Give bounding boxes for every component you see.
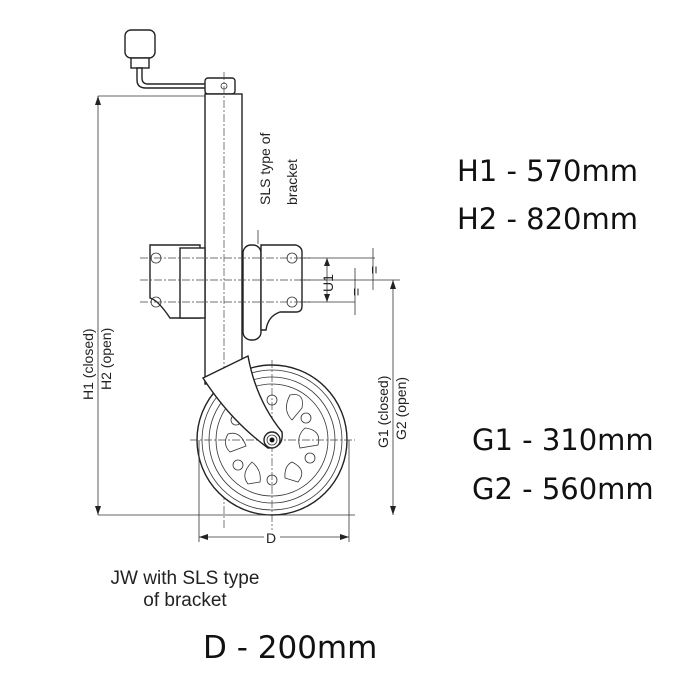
h2-label: H2 (open) <box>98 328 114 390</box>
u1-label: U1 <box>320 274 336 292</box>
spec-d: D - 200mm <box>203 630 378 666</box>
h1-label: H1 (closed) <box>80 328 96 400</box>
crank-handle <box>124 29 236 95</box>
bracket-left <box>149 244 206 319</box>
spec-h2: H2 - 820mm <box>457 202 639 236</box>
bracket-label-line1: SLS type of <box>257 133 273 205</box>
u1-dimension: U1 = = <box>300 248 382 315</box>
h-dimension: H1 (closed) H2 (open) <box>80 95 355 516</box>
g2-label: G2 (open) <box>393 377 409 440</box>
caption-line2: of bracket <box>143 590 227 611</box>
bracket-label-line2: bracket <box>284 159 300 205</box>
jack-tube <box>204 93 243 385</box>
d-label: D <box>266 530 276 546</box>
spec-g2: G2 - 560mm <box>472 472 654 506</box>
equal-mark-1: = <box>348 288 364 296</box>
caption-line1: JW with SLS type <box>110 568 260 589</box>
g-dimension: G1 (closed) G2 (open) <box>300 279 409 515</box>
g1-label: G1 (closed) <box>375 376 391 448</box>
caption: JW with SLS type of bracket <box>85 568 285 612</box>
equal-mark-2: = <box>366 266 382 274</box>
spec-g1: G1 - 310mm <box>472 423 654 457</box>
bracket-right <box>242 230 303 341</box>
spec-h1: H1 - 570mm <box>457 154 639 188</box>
d-dimension: D <box>198 440 350 546</box>
wheel-fork <box>201 354 283 449</box>
